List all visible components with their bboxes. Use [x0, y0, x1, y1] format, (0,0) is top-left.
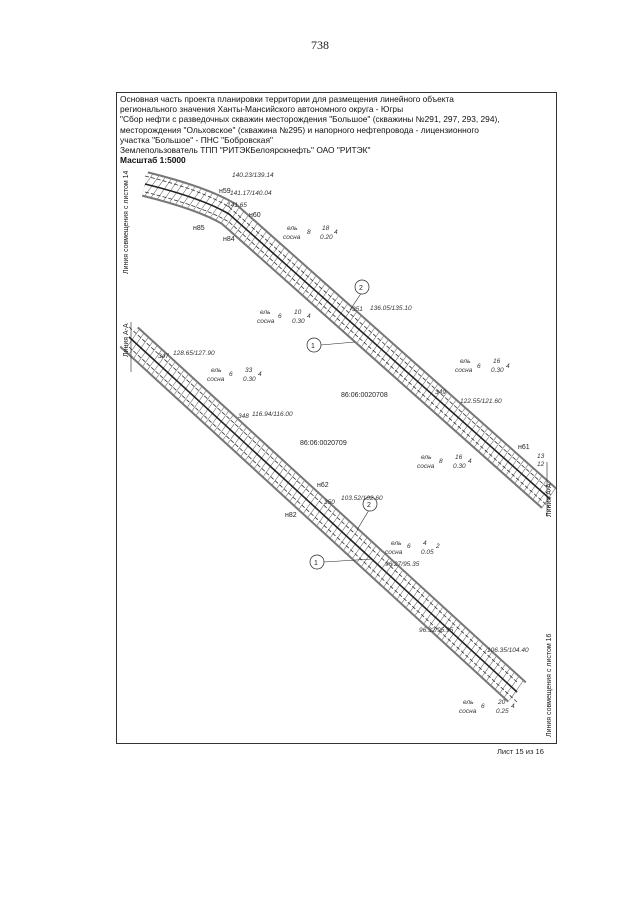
svg-text:6: 6: [229, 371, 233, 378]
title-line-5: участка "Большое" - ПНС "Бобровская": [120, 134, 273, 145]
svg-text:8: 8: [439, 458, 443, 465]
svg-text:0.05: 0.05: [421, 549, 434, 556]
parcel-label: 86:06:0020709: [300, 440, 347, 447]
callout: 1: [309, 554, 373, 570]
point-label: н82: [285, 512, 297, 519]
species-label: сосна: [459, 708, 477, 715]
species-label: ель: [260, 309, 271, 316]
misc-number: 349: [435, 389, 446, 396]
svg-text:2: 2: [367, 502, 371, 509]
svg-text:1: 1: [314, 560, 318, 567]
svg-text:2: 2: [435, 543, 440, 550]
side-label-left-top: Линия совмещения с листом 14: [123, 170, 130, 274]
land-user: Землепользователь ТПП "РИТЭКБелоярскнефт…: [120, 145, 371, 156]
svg-text:4: 4: [468, 458, 472, 465]
svg-text:0.30: 0.30: [243, 376, 256, 383]
svg-text:0.25: 0.25: [496, 708, 509, 715]
svg-text:0.30: 0.30: [292, 318, 305, 325]
svg-text:0.30: 0.30: [453, 463, 466, 470]
parcel-label: 86:06:0020708: [341, 392, 388, 399]
dim-label: 116.94/116.00: [252, 411, 293, 418]
dim-label: 96.27/95.35: [385, 561, 420, 568]
species-label: ель: [391, 540, 402, 547]
svg-text:2: 2: [359, 285, 363, 292]
svg-text:16: 16: [493, 358, 501, 365]
misc-number: 13: [537, 453, 545, 460]
point-label: н62: [317, 482, 329, 489]
point-label: н85: [193, 225, 205, 232]
dim-label: 122.55/121.60: [460, 398, 502, 405]
side-label-right-mid: Линия А-А: [546, 483, 553, 517]
svg-text:6: 6: [481, 703, 485, 710]
side-label-right-bottom: Линия совмещения с листом 16: [546, 633, 553, 737]
species-label: ель: [460, 358, 471, 365]
lower-corridor: [119, 326, 527, 703]
page-number: 738: [311, 38, 329, 52]
svg-text:6: 6: [477, 363, 481, 370]
species-label: ель: [421, 454, 432, 461]
species-label: сосна: [455, 367, 473, 374]
species-label: ель: [463, 699, 474, 706]
misc-number: 348: [238, 413, 249, 420]
misc-number: 350: [324, 499, 335, 506]
point-label: н59: [219, 188, 231, 195]
survey-plan: Линия совмещения с листом 14 Линия А-А Л…: [119, 170, 556, 737]
svg-text:6: 6: [278, 313, 282, 320]
title-line-4: месторождения "Ольховское" (скважина №29…: [120, 124, 479, 135]
svg-text:18: 18: [322, 225, 330, 232]
species-label: сосна: [417, 463, 435, 470]
svg-text:6: 6: [407, 543, 411, 550]
dim-label: 141.17/140.04: [230, 190, 272, 197]
species-label: ель: [287, 225, 298, 232]
dim-label: 140.23/139.14: [232, 172, 274, 179]
callout: 2: [349, 279, 370, 311]
svg-text:4: 4: [307, 313, 311, 320]
dim-label: 103.52/102.60: [341, 495, 383, 502]
svg-text:20: 20: [497, 699, 506, 706]
callout: 2: [356, 496, 378, 531]
species-label: сосна: [283, 234, 301, 241]
svg-text:16: 16: [455, 454, 463, 461]
point-label: н84: [223, 236, 235, 243]
misc-number: 347: [158, 353, 169, 360]
title-line-1: Основная часть проекта планировки террит…: [120, 94, 454, 104]
svg-text:33: 33: [245, 367, 253, 374]
svg-text:0.30: 0.30: [491, 367, 504, 374]
svg-text:0.20: 0.20: [320, 234, 333, 241]
side-label-left-mid: Линия А-А: [123, 323, 130, 357]
dim-label: 141.65: [227, 202, 247, 209]
title-line-3: "Сбор нефти с разведочных скважин местор…: [120, 114, 500, 125]
svg-text:1: 1: [311, 343, 315, 350]
svg-text:4: 4: [334, 229, 338, 236]
svg-text:10: 10: [294, 309, 302, 316]
dim-label: 106.35/104.40: [487, 647, 529, 654]
svg-text:4: 4: [423, 540, 427, 547]
dim-label: 128.65/127.90: [173, 350, 215, 357]
scale-label: Масштаб 1:5000: [120, 155, 186, 166]
species-label: ель: [211, 367, 222, 374]
point-label: н60: [249, 212, 261, 219]
sheet-number: Лист 15 из 16: [497, 747, 544, 756]
upper-corridor: [141, 171, 556, 509]
dim-label: 96.32/95.95: [419, 627, 454, 634]
misc-number: 351: [352, 306, 363, 313]
svg-text:4: 4: [258, 371, 262, 378]
callout: 1: [306, 337, 356, 353]
title-line-2: регионального значения Ханты-Мансийского…: [120, 104, 404, 115]
dim-label: 136.05/135.10: [370, 305, 412, 312]
species-label: сосна: [207, 376, 225, 383]
point-label: н61: [518, 444, 530, 451]
title-block: Основная часть проекта планировки террит…: [120, 94, 556, 165]
misc-number: 12: [537, 461, 545, 468]
svg-text:4: 4: [506, 363, 510, 370]
svg-text:8: 8: [307, 229, 311, 236]
svg-text:4: 4: [511, 703, 515, 710]
species-label: сосна: [385, 549, 403, 556]
drawing-frame: [116, 92, 557, 744]
species-label: сосна: [257, 318, 275, 325]
